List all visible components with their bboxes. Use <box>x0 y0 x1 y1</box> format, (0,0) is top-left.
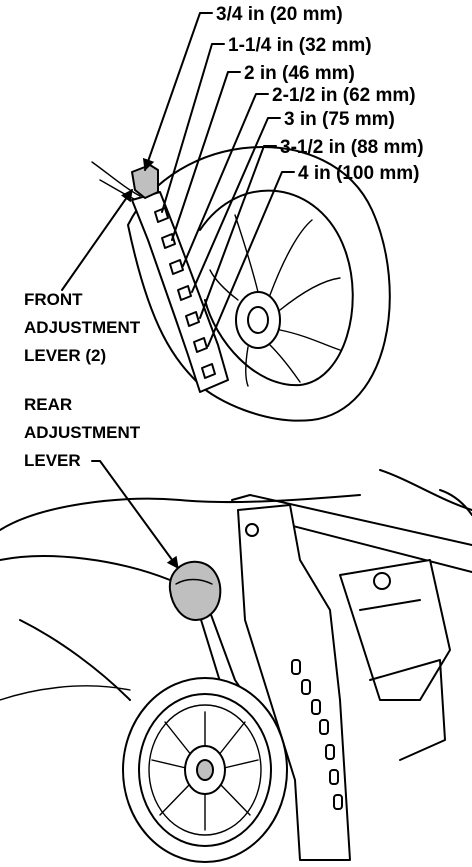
height-label-3: 2 in (46 mm) <box>244 63 355 84</box>
front-lever-callout: FRONT ADJUSTMENT LEVER (2) <box>24 190 141 365</box>
height-label-6: 3-1/2 in (88 mm) <box>280 137 424 158</box>
deck-curve <box>0 556 170 580</box>
grass-bag-edge-2 <box>440 490 472 515</box>
height-label-7: 4 in (100 mm) <box>298 163 419 184</box>
front-wheel-illustration <box>92 147 390 421</box>
front-lever-label-line-3: LEVER (2) <box>24 346 106 365</box>
height-label-4: 2-1/2 in (62 mm) <box>272 85 416 106</box>
height-label-5: 3 in (75 mm) <box>284 109 395 130</box>
bracket-bolt <box>374 573 390 589</box>
handle-bolt <box>246 524 258 536</box>
rear-lever-label-line-2: ADJUSTMENT <box>24 423 141 442</box>
deck-top-edge <box>0 495 360 530</box>
rear-lever-callout: REAR ADJUSTMENT LEVER <box>24 395 178 568</box>
rear-mower-illustration <box>0 470 472 862</box>
front-lever-label-line-1: FRONT <box>24 290 83 309</box>
height-label-2: 1-1/4 in (32 mm) <box>228 35 372 56</box>
rear-lever-arrow <box>92 461 178 568</box>
grass-bag-edge <box>380 470 472 510</box>
rear-lever-label-line-1: REAR <box>24 395 72 414</box>
rear-hub-nut <box>197 760 213 780</box>
front-lever-label-line-2: ADJUSTMENT <box>24 318 141 337</box>
front-hub <box>236 292 280 348</box>
front-lever-arrow <box>62 190 132 290</box>
height-label-1: 3/4 in (20 mm) <box>216 4 343 25</box>
deck-skirt <box>0 686 130 700</box>
bag-frame <box>340 560 450 700</box>
rear-lever-knob <box>170 562 220 620</box>
rear-lever-label-line-3: LEVER <box>24 451 81 470</box>
